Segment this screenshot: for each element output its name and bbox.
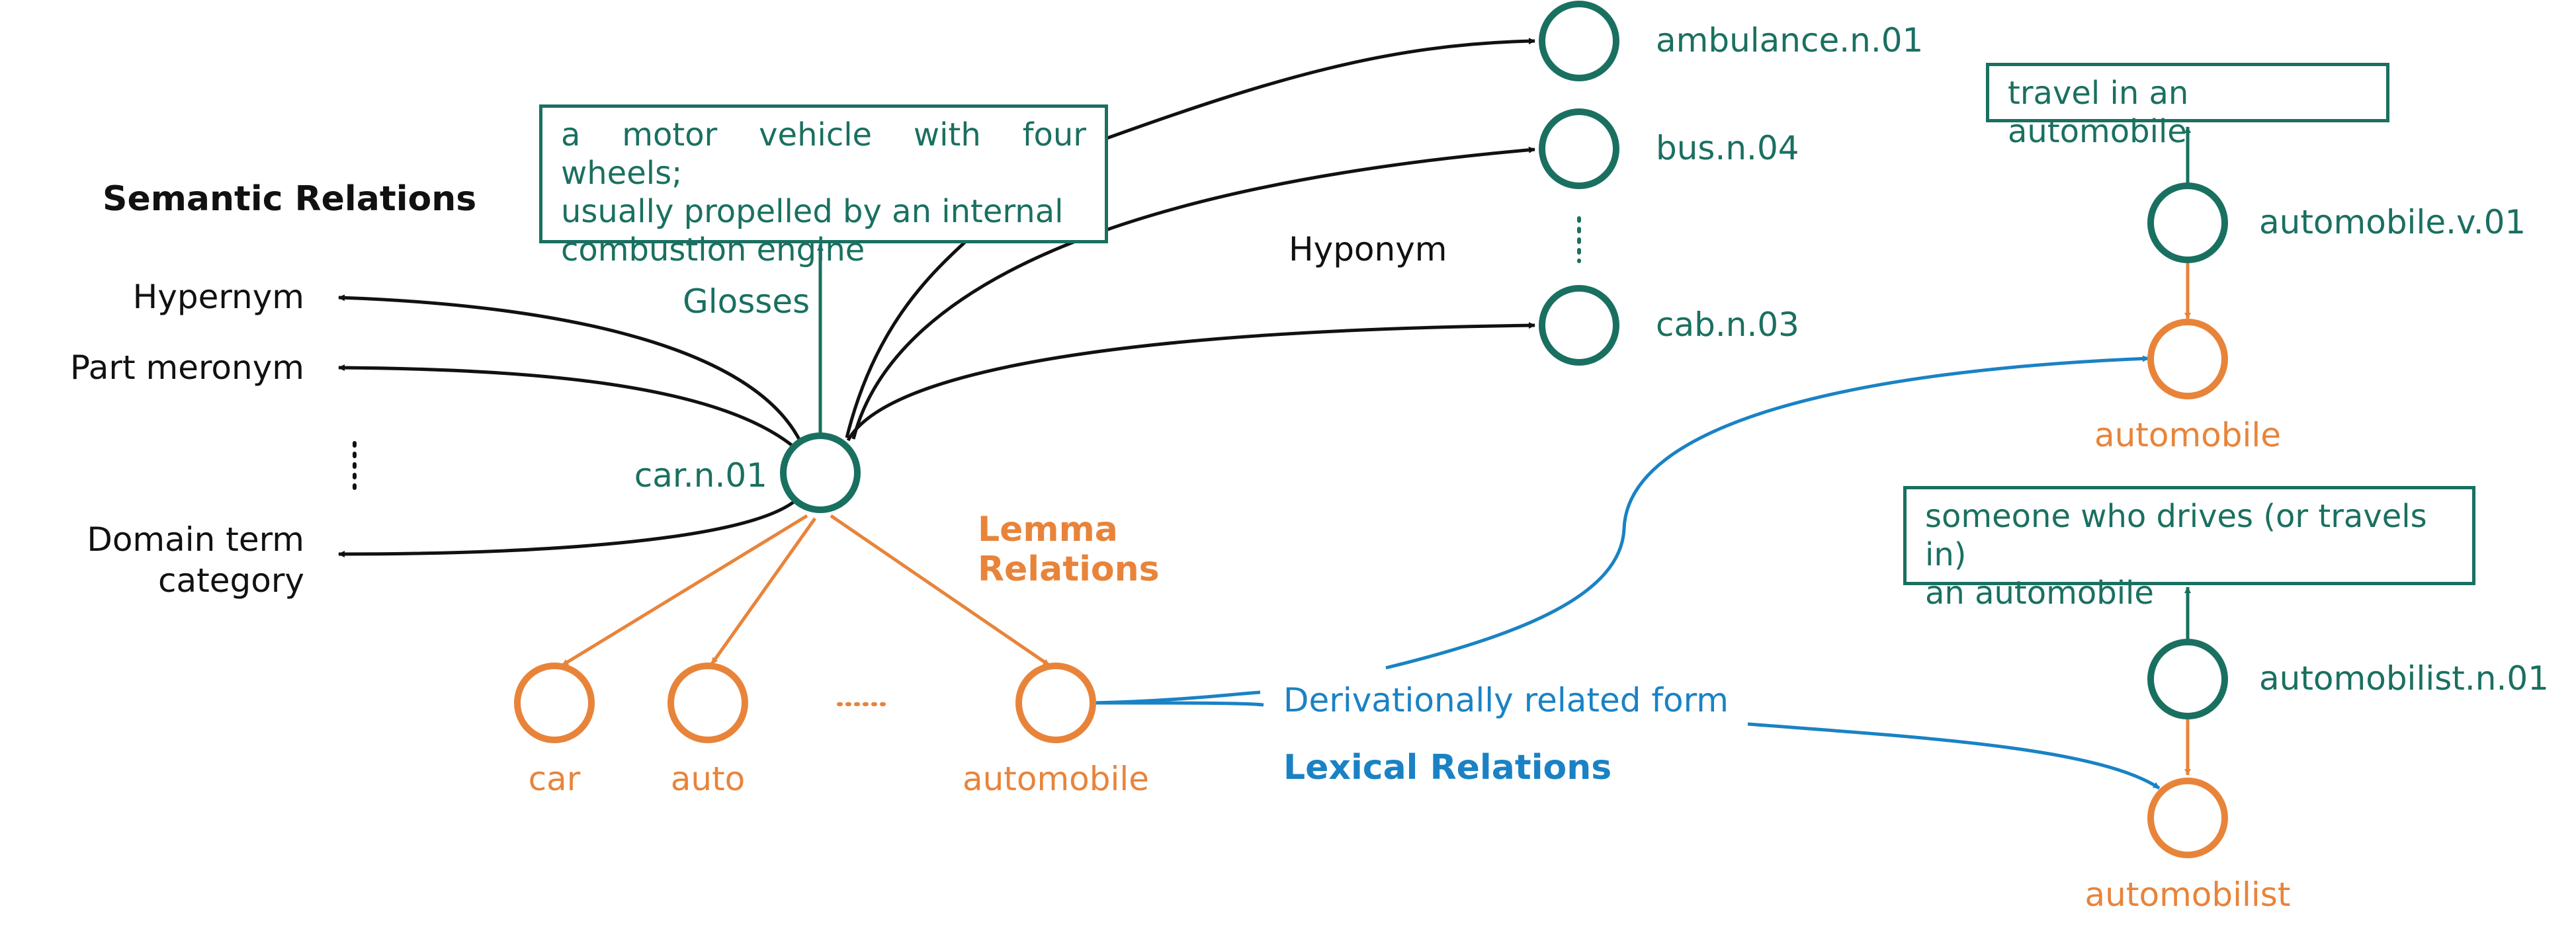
derivationally-related-form-label: Derivationally related form bbox=[1283, 681, 1729, 719]
lemma-auto-label: auto bbox=[671, 760, 746, 798]
automobilist-n-01-label: automobilist.n.01 bbox=[2259, 659, 2549, 698]
lemma-automobile-label: automobile bbox=[963, 760, 1149, 798]
hyponym-ambulance-link bbox=[845, 240, 967, 438]
domain-term-label-line2: category bbox=[158, 561, 304, 600]
semantic-relations-title: Semantic Relations bbox=[103, 179, 476, 219]
lexical-arrow-automobile bbox=[1385, 355, 2149, 670]
automobile-v-gloss-text: travel in an automobile bbox=[2008, 75, 2189, 150]
lemma-arrow-auto bbox=[710, 517, 817, 665]
node-ambulance-n-01[interactable] bbox=[1539, 1, 1619, 81]
hyponym-bus-label: bus.n.04 bbox=[1656, 129, 1799, 167]
hyponym-ambulance-label: ambulance.n.01 bbox=[1656, 21, 1923, 60]
part-meronym-label: Part meronym bbox=[70, 348, 304, 387]
node-automobile-v-01[interactable] bbox=[2147, 182, 2228, 263]
car-n-01-label: car.n.01 bbox=[634, 456, 767, 495]
automobile-v-01-label: automobile.v.01 bbox=[2259, 203, 2526, 241]
lexical-arrow-automobilist bbox=[1747, 722, 2161, 790]
car-gloss-line2: usually propelled by an internal bbox=[561, 193, 1064, 230]
node-right-automobilist[interactable] bbox=[2147, 778, 2228, 858]
lexical-link-upper bbox=[1092, 690, 1261, 705]
hypernym-arrow bbox=[338, 294, 802, 443]
right-automobile-label: automobile bbox=[2094, 416, 2281, 454]
domain-term-label-line1: Domain term bbox=[87, 520, 304, 559]
node-right-automobile[interactable] bbox=[2147, 319, 2228, 399]
automobilist-gloss-line2: an automobile bbox=[1925, 575, 2154, 612]
hypernym-label: Hypernym bbox=[133, 278, 304, 316]
lexical-relations-title: Lexical Relations bbox=[1283, 748, 1611, 788]
automobile-v-gloss-box: travel in an automobile bbox=[1986, 63, 2389, 150]
car-gloss-box: a motor vehicle with four wheels; usuall… bbox=[539, 104, 1108, 268]
node-lemma-automobile[interactable] bbox=[1015, 663, 1096, 743]
lemma-arrow-car bbox=[561, 514, 808, 667]
node-lemma-car[interactable] bbox=[514, 663, 595, 743]
node-bus-n-04[interactable] bbox=[1539, 108, 1619, 189]
hyponym-cab-label: cab.n.03 bbox=[1656, 305, 1799, 344]
glosses-label: Glosses bbox=[683, 282, 810, 321]
node-cab-n-03[interactable] bbox=[1539, 285, 1619, 366]
car-gloss-line1: a motor vehicle with four wheels; bbox=[561, 116, 1086, 192]
lemma-arrow-automobile bbox=[830, 514, 1051, 667]
right-automobilist-label: automobilist bbox=[2085, 875, 2291, 914]
node-lemma-auto[interactable] bbox=[667, 663, 748, 743]
lemma-relations-title-line1: Lemma bbox=[978, 510, 1118, 549]
automobilist-gloss-line1: someone who drives (or travels in) bbox=[1925, 498, 2427, 573]
hyponym-cab-arrow bbox=[846, 322, 1535, 442]
part-meronym-arrow bbox=[338, 364, 798, 451]
hyponym-ambulance-arrow bbox=[1101, 38, 1535, 142]
car-gloss-line3: combustion engine bbox=[561, 231, 865, 268]
node-car-n-01[interactable] bbox=[780, 432, 861, 513]
lemma-car-label: car bbox=[529, 760, 581, 798]
automobilist-gloss-box: someone who drives (or travels in) an au… bbox=[1903, 486, 2475, 612]
domain-term-arrow bbox=[338, 498, 798, 557]
lemma-relations-title-line2: Relations bbox=[978, 549, 1160, 589]
hyponym-label: Hyponym bbox=[1289, 230, 1447, 268]
hyponym-bus-arrow bbox=[851, 146, 1535, 440]
node-automobilist-n-01[interactable] bbox=[2147, 639, 2228, 719]
